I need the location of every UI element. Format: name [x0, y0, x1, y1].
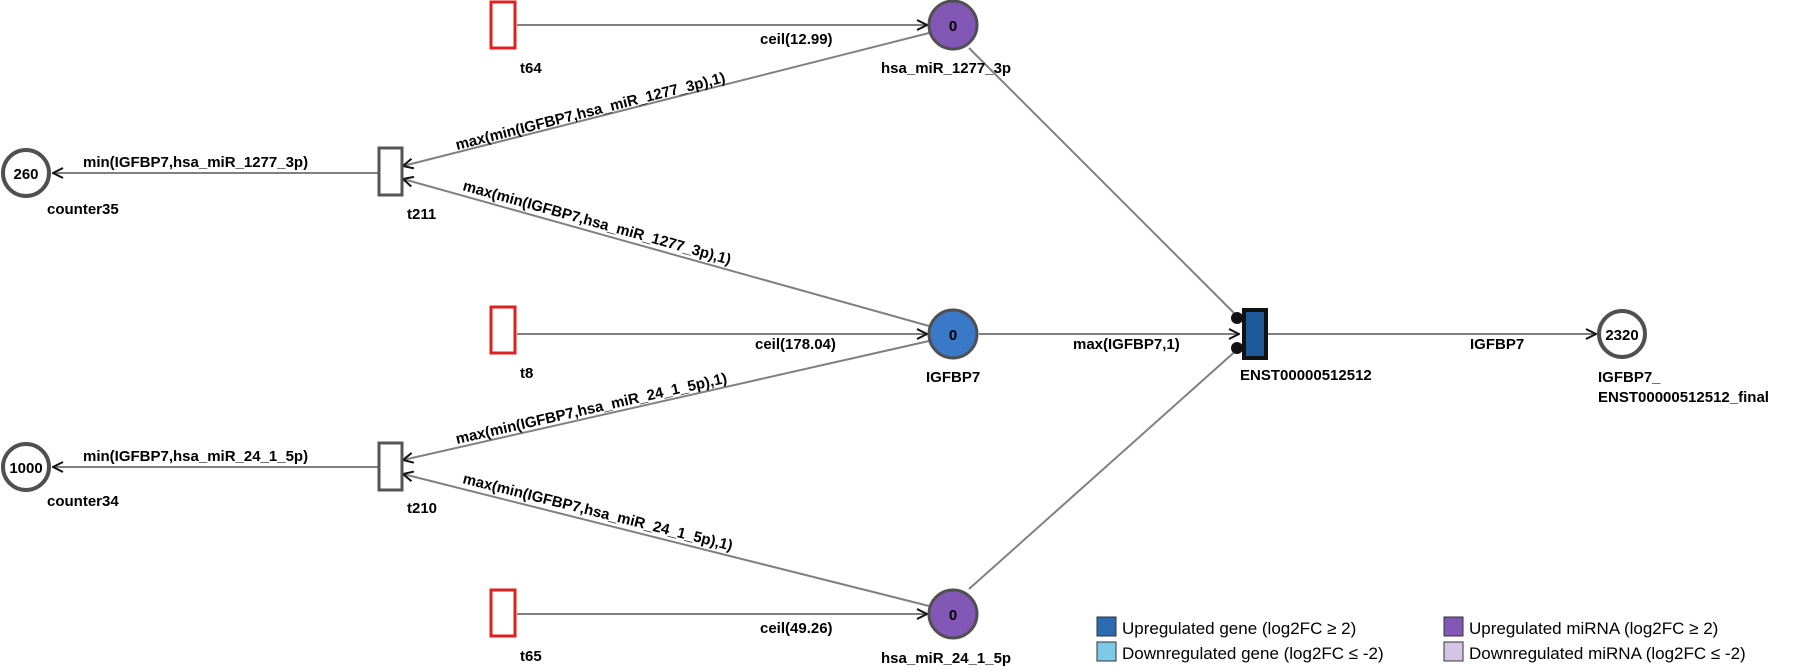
place-counter34-tokens: 1000 — [9, 460, 42, 477]
legend-item-upregulated-mirna: Upregulated miRNA (log2FC ≥ 2) — [1443, 616, 1718, 638]
place-hsa-mir-1277-3p[interactable]: 0 hsa_miR_1277_3p — [881, 0, 1011, 77]
legend-label-upregulated-gene: Upregulated gene (log2FC ≥ 2) — [1122, 619, 1356, 638]
legend-item-downregulated-gene: Downregulated gene (log2FC ≤ -2) — [1096, 641, 1384, 663]
inhibitor-dot-top — [1231, 312, 1243, 324]
legend-label-upregulated-mirna: Upregulated miRNA (log2FC ≥ 2) — [1469, 619, 1718, 638]
place-igfbp7-label: IGFBP7 — [926, 369, 980, 386]
place-final-label-line2: ENST00000512512_final — [1598, 389, 1769, 406]
transition-t65[interactable]: t65 — [489, 588, 542, 665]
edges — [53, 25, 1596, 614]
legend-label-downregulated-mirna: Downregulated miRNA (log2FC ≤ -2) — [1469, 644, 1746, 663]
transition-enst-label: ENST00000512512 — [1240, 367, 1372, 384]
edge-label-igfbp7-t210: max(min(IGFBP7,hsa_miR_24_1_5p),1) — [454, 370, 728, 448]
edge-label-t211-counter35: min(IGFBP7,hsa_miR_1277_3p) — [83, 154, 308, 171]
legend-label-downregulated-gene: Downregulated gene (log2FC ≤ -2) — [1122, 644, 1384, 663]
edge-label-t8-igfbp7: ceil(178.04) — [755, 336, 836, 353]
place-mir1277-label: hsa_miR_1277_3p — [881, 60, 1011, 77]
legend-item-upregulated-gene: Upregulated gene (log2FC ≥ 2) — [1096, 616, 1356, 638]
transition-t210[interactable]: t210 — [377, 441, 437, 517]
transition-t211-label: t211 — [407, 206, 436, 223]
place-counter35-tokens: 260 — [13, 166, 38, 183]
edge-label-t64-mir1277: ceil(12.99) — [760, 31, 833, 48]
place-igfbp7[interactable]: 0 IGFBP7 — [926, 308, 980, 386]
edge-label-t65-mir24: ceil(49.26) — [760, 620, 833, 637]
legend: Upregulated gene (log2FC ≥ 2) Downregula… — [1096, 616, 1746, 663]
place-mir24-tokens: 0 — [949, 607, 957, 624]
place-counter35-label: counter35 — [47, 201, 119, 218]
place-counter34[interactable]: 1000 counter34 — [1, 442, 119, 510]
place-counter34-label: counter34 — [47, 493, 119, 510]
edge-label-t210-counter34: min(IGFBP7,hsa_miR_24_1_5p) — [83, 448, 308, 465]
transition-t64[interactable]: t64 — [489, 0, 542, 77]
place-final-tokens: 2320 — [1605, 327, 1638, 344]
edge-igfbp7-t211 — [403, 179, 930, 327]
transition-t8[interactable]: t8 — [489, 305, 533, 382]
edge-mir24-enst — [968, 347, 1240, 590]
edge-label-mir1277-t211: max(min(IGFBP7,hsa_miR_1277_3p),1) — [454, 69, 727, 154]
inhibitor-dot-bottom — [1231, 342, 1243, 354]
place-mir24-label: hsa_miR_24_1_5p — [881, 650, 1011, 667]
transition-t210-label: t210 — [407, 500, 437, 517]
legend-item-downregulated-mirna: Downregulated miRNA (log2FC ≤ -2) — [1443, 641, 1746, 663]
edge-mir24-t210 — [403, 474, 930, 607]
place-final[interactable]: 2320 IGFBP7_ ENST00000512512_final — [1597, 309, 1769, 406]
edge-mir1277-enst — [968, 47, 1240, 319]
edge-mir1277-t211 — [403, 32, 930, 166]
edge-label-igfbp7-t211: max(min(IGFBP7,hsa_miR_1277_3p),1) — [461, 177, 733, 268]
place-counter35[interactable]: 260 counter35 — [1, 148, 119, 218]
edge-label-mir24-t210: max(min(IGFBP7,hsa_miR_24_1_5p),1) — [461, 470, 734, 554]
transition-t8-label: t8 — [520, 365, 533, 382]
transition-t64-label: t64 — [520, 60, 542, 77]
edge-label-enst-final: IGFBP7 — [1470, 336, 1524, 353]
transition-t211[interactable]: t211 — [377, 146, 436, 223]
place-mir1277-tokens: 0 — [949, 18, 957, 35]
edge-igfbp7-t210 — [403, 340, 930, 460]
place-igfbp7-tokens: 0 — [949, 327, 957, 344]
edge-label-igfbp7-enst: max(IGFBP7,1) — [1073, 336, 1180, 353]
place-final-label-line1: IGFBP7_ — [1598, 369, 1661, 386]
transition-t65-label: t65 — [520, 648, 542, 665]
transition-enst[interactable]: ENST00000512512 — [1240, 308, 1372, 384]
place-hsa-mir-24-1-5p[interactable]: 0 hsa_miR_24_1_5p — [881, 588, 1011, 667]
